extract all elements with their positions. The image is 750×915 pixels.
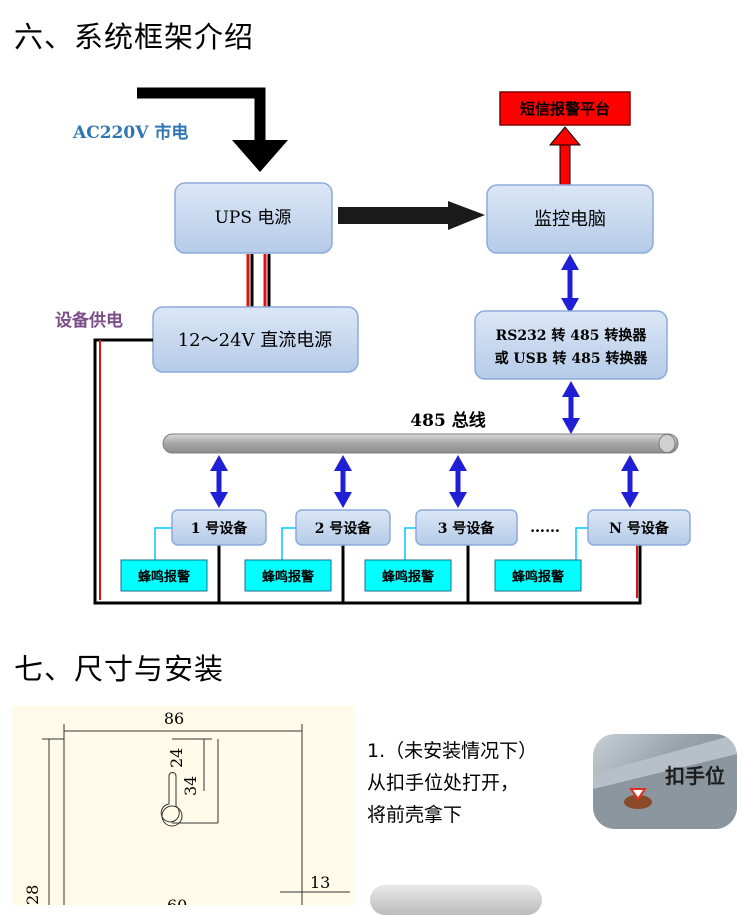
ac-input-arrow <box>137 87 288 172</box>
bus-device-links <box>210 455 639 508</box>
alarm-1: 蜂鸣报警 <box>120 559 208 592</box>
svg-text:蜂鸣报警: 蜂鸣报警 <box>512 569 564 585</box>
dim-34: 34 <box>181 776 200 796</box>
sms-arrow <box>548 126 582 186</box>
dim-13: 13 <box>310 873 330 892</box>
ups-to-pc-arrow <box>338 201 485 230</box>
section-seven-title: 七、尺寸与安装 <box>14 652 225 686</box>
dim-28: 28 <box>23 885 42 905</box>
ups-label: UPS 电源 <box>215 208 292 228</box>
second-step-photo <box>370 885 542 915</box>
dimension-drawing: 86 24 34 13 60 28 <box>12 706 355 915</box>
install-step-1: 1.（未安装情况下） 从扣手位处打开， 将前壳拿下 <box>367 735 537 831</box>
pc-converter-link <box>561 254 579 314</box>
monitor-pc-label: 监控电脑 <box>534 209 606 230</box>
section-six-title: 六、系统框架介绍 <box>14 20 255 54</box>
svg-text:蜂鸣报警: 蜂鸣报警 <box>138 569 190 585</box>
ac-input-label: AC220V 市电 <box>72 122 188 143</box>
device-3: 3 号设备 <box>415 509 518 546</box>
step-1-line-3: 将前壳拿下 <box>367 804 463 826</box>
converter-box <box>474 310 668 380</box>
step-1-line-1: 1.（未安装情况下） <box>367 740 538 762</box>
dc-power-label: 12～24V 直流电源 <box>178 330 333 351</box>
ups-box <box>174 182 333 254</box>
monitor-pc-box <box>486 184 654 254</box>
svg-text:3 号设备: 3 号设备 <box>438 520 496 537</box>
sms-platform-label: 短信报警平台 <box>520 100 610 118</box>
dim-60: 60 <box>167 896 187 905</box>
device-1: 1 号设备 <box>171 509 267 546</box>
alarm-2: 蜂鸣报警 <box>244 559 332 592</box>
rs485-bus <box>162 433 679 454</box>
grip-position-label: 扣手位 <box>665 764 725 788</box>
grip-position-photo: 扣手位 <box>593 734 737 829</box>
converter-line1: RS232 转 485 转换器 <box>496 327 648 344</box>
step-1-line-2: 从扣手位处打开， <box>367 772 520 794</box>
svg-text:2 号设备: 2 号设备 <box>315 520 373 537</box>
dim-width: 86 <box>164 709 184 728</box>
alarm-n: 蜂鸣报警 <box>494 559 582 592</box>
device-power-label: 设备供电 <box>55 310 123 331</box>
device-ellipsis: …… <box>530 518 560 536</box>
sms-platform-box <box>499 91 631 126</box>
system-architecture-diagram: AC220V 市电 短信报警平台 UPS 电源 监控电脑 设备供电 12～24V… <box>55 87 691 605</box>
svg-text:1 号设备: 1 号设备 <box>191 520 249 537</box>
converter-bus-link <box>562 381 580 434</box>
device-2: 2 号设备 <box>295 509 391 546</box>
dim-24: 24 <box>167 748 186 768</box>
svg-text:蜂鸣报警: 蜂鸣报警 <box>382 569 434 585</box>
svg-text:蜂鸣报警: 蜂鸣报警 <box>262 569 314 585</box>
device-n: N 号设备 <box>587 509 691 546</box>
bus-label: 485 总线 <box>410 410 485 431</box>
alarm-3: 蜂鸣报警 <box>364 559 452 592</box>
svg-text:N 号设备: N 号设备 <box>609 520 670 537</box>
converter-line2: 或 USB 转 485 转换器 <box>495 350 649 367</box>
